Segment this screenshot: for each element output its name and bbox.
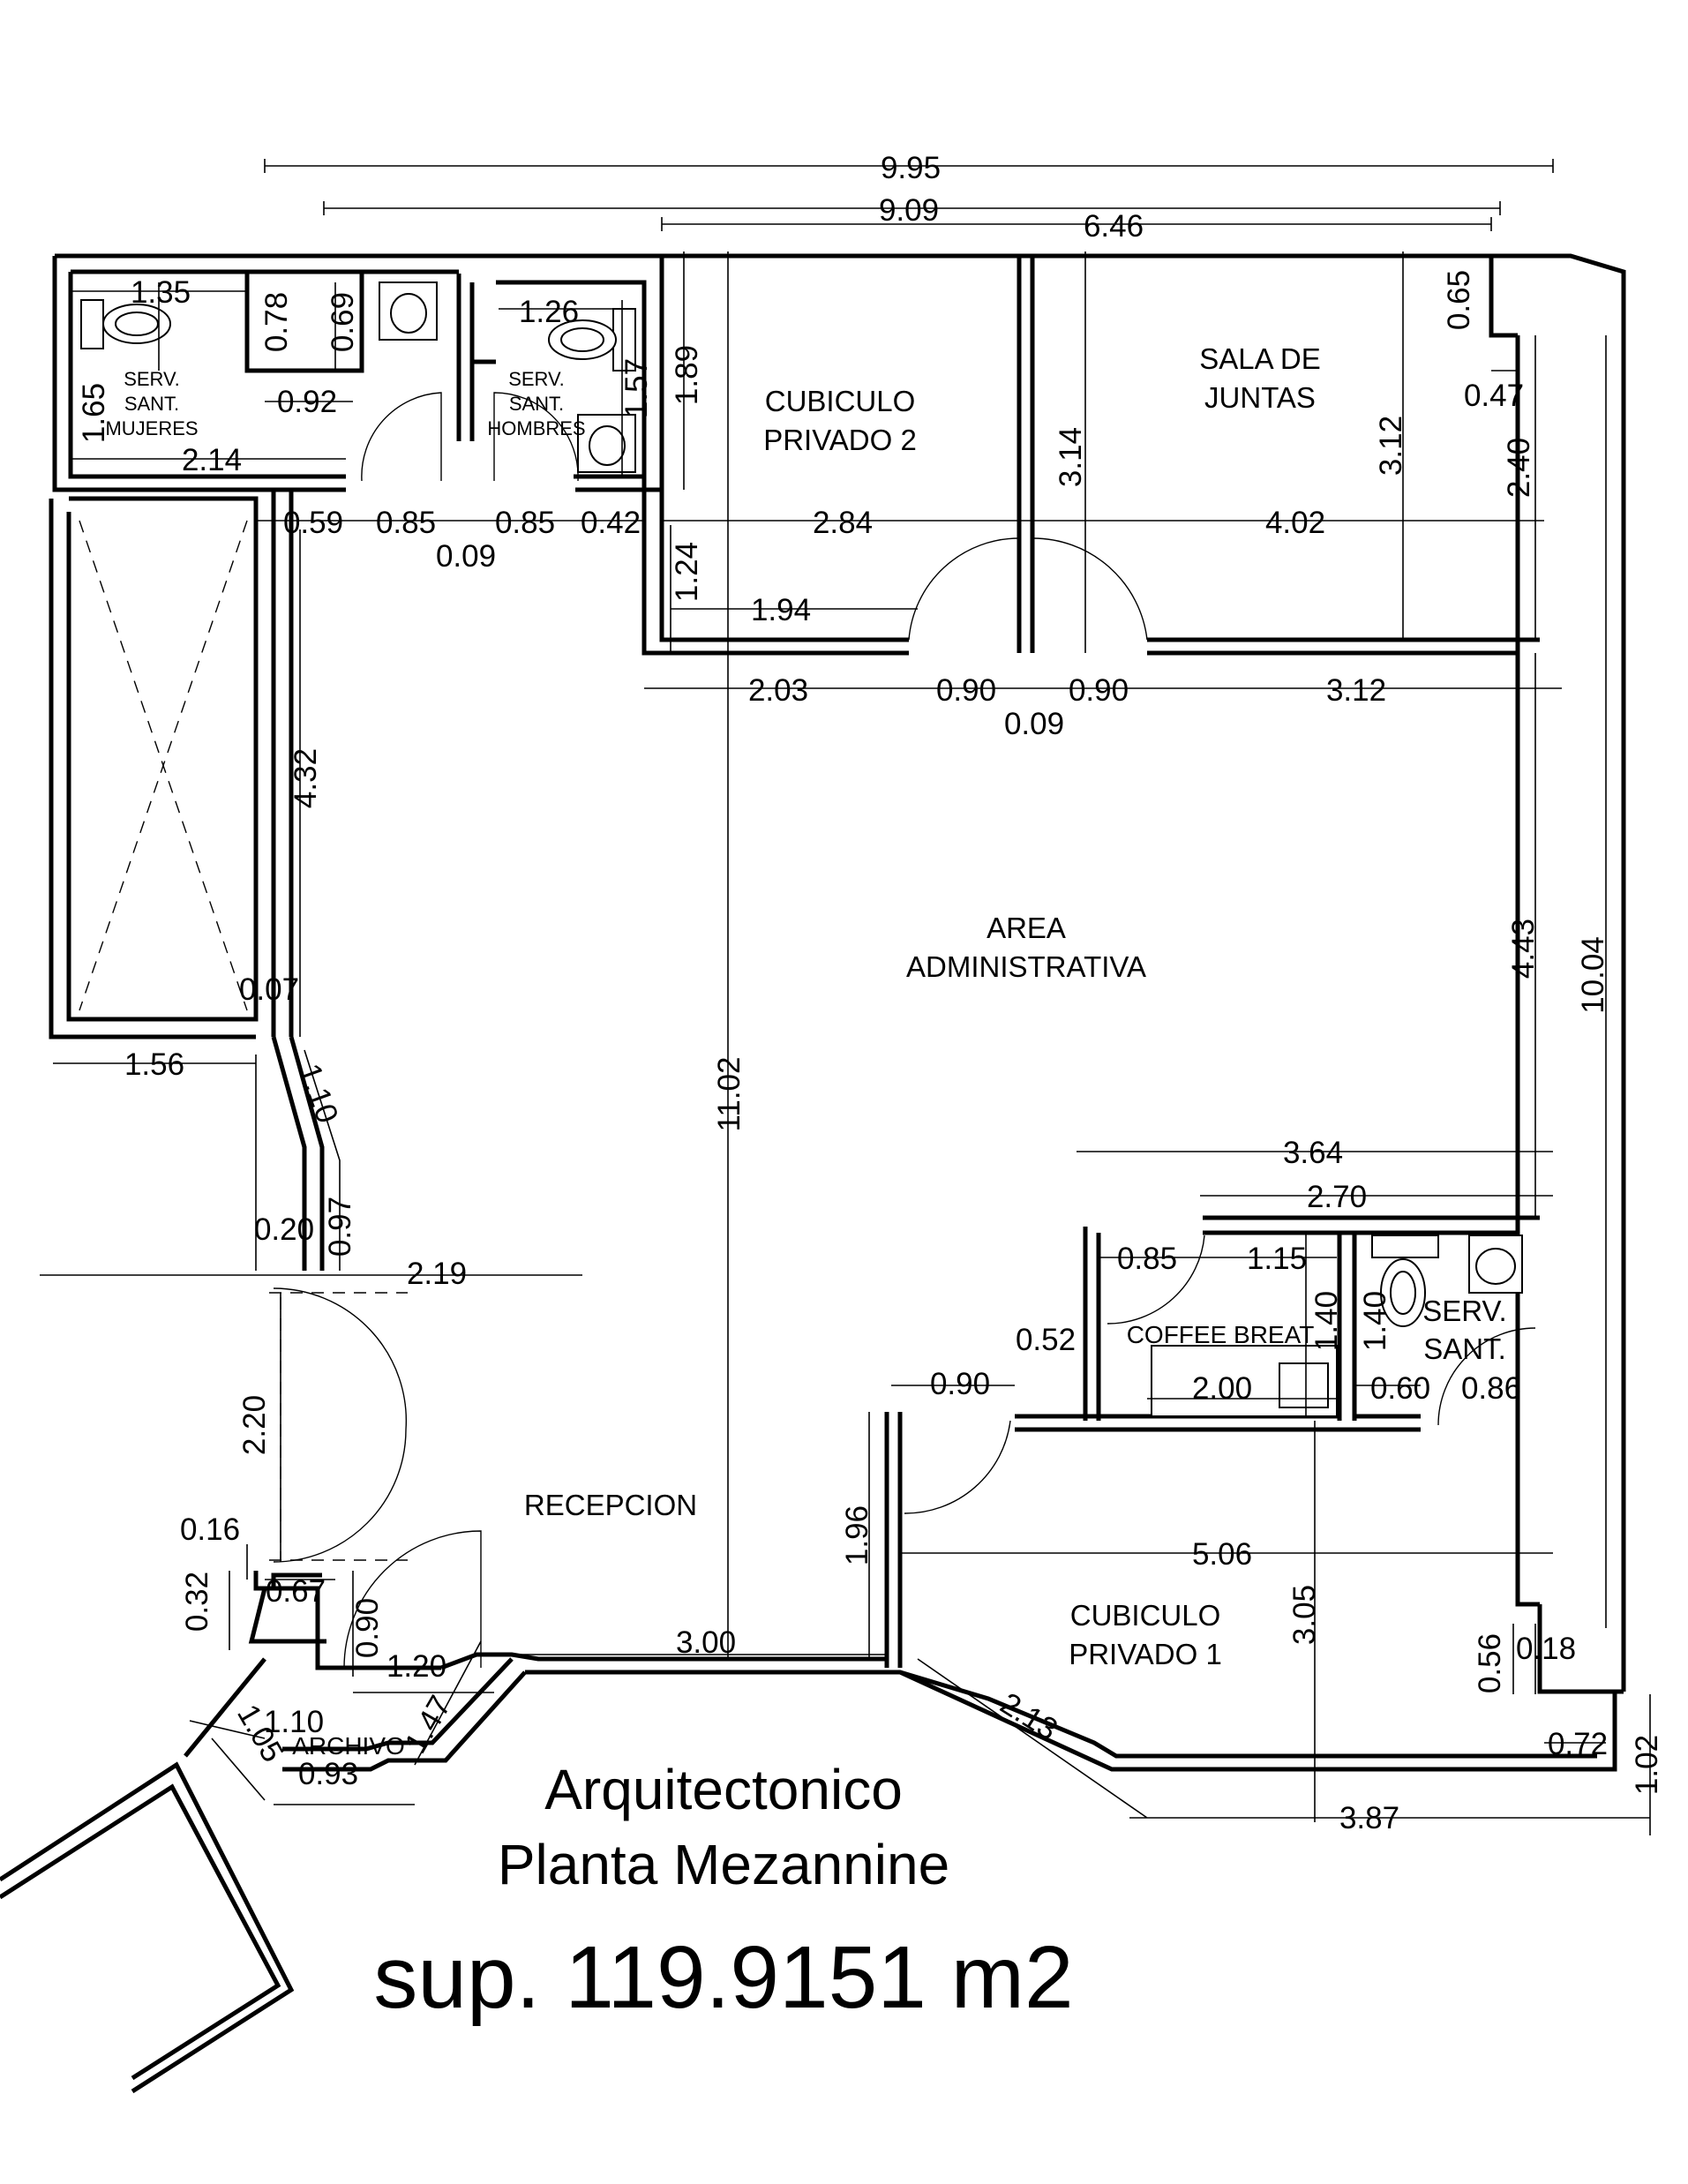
dim-text: 0.16 [180,1512,240,1547]
dim-text: 0.90 [350,1598,385,1658]
dim-text: 1.35 [131,275,191,310]
walls [0,253,1626,2094]
dim-text: 0.65 [1442,270,1476,330]
dim-text: 0.42 [581,506,641,540]
dim-text: 0.85 [495,506,555,540]
dim-text: 2.84 [813,506,873,540]
dim-text: 0.78 [259,292,294,352]
dimension-lines [40,159,1651,1835]
dim-text: 4.02 [1265,506,1325,540]
dim-text: 4.43 [1506,919,1541,979]
dim-text: 9.09 [879,193,939,228]
dim-text: 1.40 [1309,1291,1344,1351]
dim-text: 0.90 [936,673,996,708]
dim-text: 2.13 [994,1686,1063,1747]
title-line-2: Planta Mezannine [498,1833,949,1896]
dim-text: 0.52 [1016,1323,1076,1357]
room-serv-mujeres-line1: SERV. [124,368,180,390]
dim-text: 2.14 [182,443,242,477]
title-block: Arquitectonico Planta Mezannine sup. 119… [373,1758,1073,2027]
title-line-1: Arquitectonico [544,1758,903,1821]
room-serv-hombres-line3: HOMBRES [487,417,585,439]
dim-text: 1.57 [619,358,654,418]
dim-text: 9.95 [881,151,941,185]
room-cubiculo-1-line2: PRIVADO 1 [1069,1638,1222,1670]
dim-text: 5.06 [1192,1537,1252,1572]
dim-text: 1.02 [1630,1735,1664,1795]
room-area-administrativa-line2: ADMINISTRATIVA [906,950,1146,983]
room-serv-mujeres-line3: MUJERES [105,417,198,439]
dim-text: 11.02 [712,1057,746,1132]
dim-text: 2.00 [1192,1371,1252,1406]
dim-text: 4.32 [289,748,323,808]
dim-text: 0.18 [1516,1632,1576,1666]
room-sala-juntas-line2: JUNTAS [1204,381,1316,414]
dim-text: 0.90 [930,1367,990,1401]
dim-text: 1.65 [77,383,111,443]
dim-text: 2.40 [1502,438,1536,498]
dim-text: 3.12 [1326,673,1386,708]
dim-text: 3.00 [676,1625,736,1660]
room-serv-sant-line2: SANT. [1423,1332,1506,1365]
room-serv-mujeres-line2: SANT. [124,393,179,415]
dim-text: 1.20 [386,1649,446,1684]
dim-text: 3.64 [1283,1136,1343,1170]
dimension-texts: 9.95 9.09 6.46 1.35 0.78 0.69 1.26 1.89 … [77,151,1664,1835]
title-area: sup. 119.9151 m2 [373,1928,1073,2027]
room-serv-hombres-line2: SANT. [509,393,564,415]
dim-text: 0.59 [283,506,343,540]
room-sala-juntas-line1: SALA DE [1199,342,1321,375]
dim-text: 0.67 [266,1574,326,1609]
dim-text: 3.12 [1374,416,1408,476]
dim-text: 1.10 [292,1059,345,1127]
dim-text: 0.60 [1370,1371,1430,1406]
dim-text: 0.85 [1117,1242,1177,1276]
dim-text: 2.20 [237,1395,272,1455]
dim-text: 2.19 [407,1257,467,1291]
dim-text: 1.15 [1247,1242,1307,1276]
room-area-administrativa-line1: AREA [987,912,1066,944]
room-cubiculo-1-line1: CUBICULO [1070,1599,1221,1632]
room-serv-hombres-line1: SERV. [508,368,565,390]
dim-text: 0.20 [254,1212,314,1247]
dim-text: 0.85 [376,506,436,540]
room-labels: SERV. SANT. MUJERES SERV. SANT. HOMBRES … [105,342,1506,1760]
dim-text: 1.40 [1358,1291,1392,1351]
dim-text: 1.89 [670,345,704,405]
room-cubiculo-2-line2: PRIVADO 2 [763,424,917,456]
dim-text: 1.96 [840,1505,874,1565]
room-serv-sant-line1: SERV. [1422,1295,1506,1327]
dim-text: 3.14 [1054,427,1088,487]
dim-text: 0.92 [277,385,337,419]
dim-text: 0.32 [180,1572,214,1632]
dim-text: 1.24 [670,542,704,602]
dim-text: 0.07 [239,972,299,1007]
dim-text: 0.93 [298,1757,358,1791]
room-archivo: ARCHIVO [292,1732,405,1760]
dim-text: 0.47 [1464,379,1524,413]
dim-text: 1.94 [751,593,811,627]
dim-text: 1.26 [519,295,579,329]
dim-text: 0.09 [1004,707,1064,741]
dim-text: 1.56 [124,1047,184,1082]
dim-text: 0.97 [323,1197,357,1257]
dim-text: 0.69 [326,292,360,352]
room-cubiculo-2-line1: CUBICULO [765,385,916,417]
dim-text: 0.09 [436,539,496,574]
dim-text: 1.10 [264,1705,324,1739]
dim-text: 3.87 [1339,1801,1399,1835]
dim-text: 2.70 [1307,1180,1367,1214]
dim-text: 6.46 [1084,209,1144,244]
dim-text: 3.05 [1287,1585,1322,1645]
room-coffee-break: COFFEE BREAT [1127,1321,1315,1348]
dim-text: 0.86 [1461,1371,1521,1406]
dim-text: 0.56 [1473,1633,1507,1693]
dim-text: 0.90 [1069,673,1129,708]
room-recepcion: RECEPCION [524,1489,697,1521]
dim-text: 0.72 [1548,1727,1608,1761]
dim-text: 2.03 [748,673,808,708]
dim-text: 10.04 [1576,936,1610,1014]
